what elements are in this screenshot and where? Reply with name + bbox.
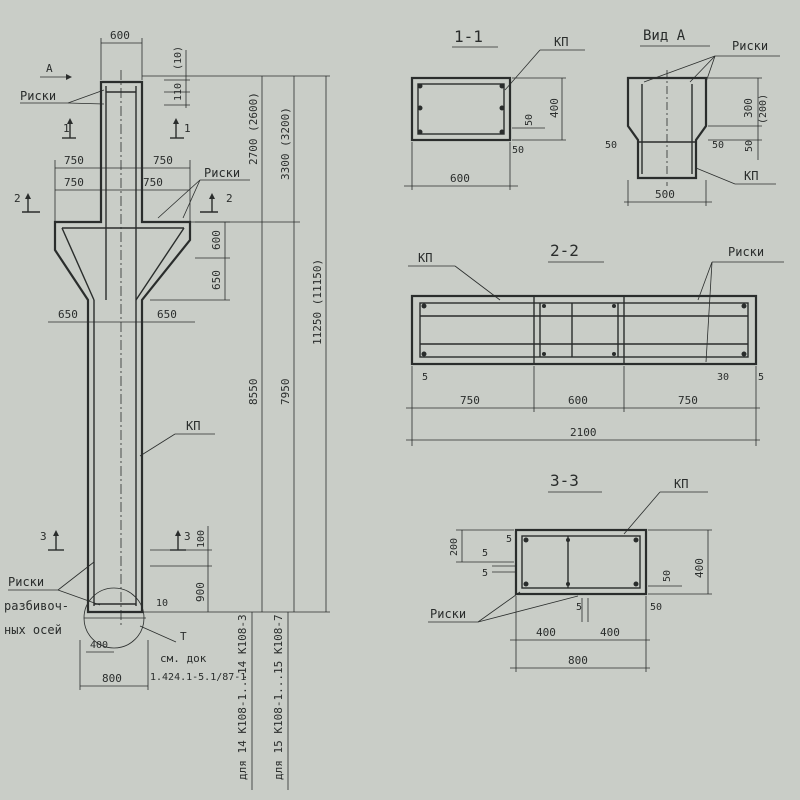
- dim-11250: 11250 (11150): [311, 259, 324, 345]
- dim-110: 110: [173, 83, 184, 101]
- riski-bottom-label: Риски: [8, 575, 44, 589]
- view-a-dim-300: 300: [742, 98, 755, 118]
- dim-7950: 7950: [279, 379, 292, 406]
- view-a-dim-50-vert: 50: [744, 140, 755, 152]
- section-3-3-dim-5b: 5: [482, 548, 488, 559]
- section-3-3-kp: КП: [674, 477, 688, 491]
- dim-900: 900: [194, 582, 207, 602]
- section-2-2: 2-2 КП Риски 5 30 5 750 600: [406, 241, 784, 446]
- dim-800-bottom: 800: [102, 672, 122, 685]
- axes-label-line2: ных осей: [4, 623, 62, 637]
- kp-label: КП: [186, 419, 200, 433]
- section-2-2-dim-5-left: 5: [422, 372, 428, 383]
- dim-750-d: 750: [143, 176, 163, 189]
- cut-3-left: 3: [40, 530, 47, 543]
- section-3-3-dim-200: 200: [449, 538, 460, 556]
- cut-1-right: 1: [184, 122, 191, 135]
- section-3-3-dim-5c: 5: [482, 568, 488, 579]
- section-2-2-dim-600: 600: [568, 394, 588, 407]
- view-a-dim-50-left: 50: [605, 140, 617, 151]
- section-3-3-dim-5a: 5: [506, 534, 512, 545]
- section-3-3-dim-5d: 5: [576, 602, 582, 613]
- view-a-kp: КП: [744, 169, 758, 183]
- doc-ref-line1: см. док: [160, 652, 207, 665]
- dim-100: 100: [196, 530, 207, 548]
- section-1-1-dim-600: 600: [450, 172, 470, 185]
- dim-650-vert: 650: [210, 270, 223, 290]
- dim-10: (10): [173, 46, 184, 70]
- section-2-2-outline: [410, 294, 758, 366]
- section-3-3-dim-400-right: 400: [600, 626, 620, 639]
- section-3-3-outline: [514, 528, 648, 596]
- section-2-2-riski: Риски: [728, 245, 764, 259]
- dim-750-a: 750: [64, 154, 84, 167]
- section-1-1-outline: [410, 76, 512, 142]
- section-2-2-kp: КП: [418, 251, 432, 265]
- axes-label-line1: разбивоч-: [4, 599, 69, 613]
- view-a-dim-500: 500: [655, 188, 675, 201]
- vertical-label-15k108: для 15 К108-1...15 К108-7: [272, 614, 285, 780]
- dim-width-top: 600: [110, 29, 130, 42]
- dim-650-a: 650: [58, 308, 78, 321]
- dim-600-vert: 600: [210, 230, 223, 250]
- section-2-2-dim-30: 30: [717, 372, 729, 383]
- section-1-1-dim-50a: 50: [524, 114, 535, 126]
- section-3-3-title: 3-3: [550, 471, 579, 490]
- view-a-dim-50-right: 50: [712, 140, 724, 151]
- column-elevation: 600 A Риски (10) 110 1 1: [4, 29, 330, 790]
- section-3-3: 3-3 КП 200 5 5 5 400 50 50 5 Риски: [428, 471, 712, 672]
- section-3-3-dim-50-bottom: 50: [650, 602, 662, 613]
- view-a-label: A: [46, 62, 53, 75]
- section-2-2-title: 2-2: [550, 241, 579, 260]
- section-1-1-kp: КП: [554, 35, 568, 49]
- section-1-1-dim-400: 400: [548, 98, 561, 118]
- section-3-3-dim-50-vert: 50: [662, 570, 673, 582]
- section-2-2-dim-5-right: 5: [758, 372, 764, 383]
- section-1-1: 1-1 КП 400 50 50 600: [404, 27, 585, 190]
- section-2-2-dim-750-right: 750: [678, 394, 698, 407]
- view-a-outline: [626, 76, 708, 180]
- view-a-dim-200: (200): [758, 94, 769, 124]
- riski-mid-label: Риски: [204, 166, 240, 180]
- section-1-1-title: 1-1: [454, 27, 483, 46]
- dim-750-c: 750: [64, 176, 84, 189]
- cut-3-right: 3: [184, 530, 191, 543]
- dim-10-bottom: 10: [156, 598, 168, 609]
- section-2-2-dim-750-left: 750: [460, 394, 480, 407]
- view-a: Вид А Риски 300 (200) 50 50 50 КП 500: [605, 28, 780, 206]
- dim-8550: 8550: [247, 379, 260, 406]
- dim-650-b: 650: [157, 308, 177, 321]
- section-2-2-dim-2100: 2100: [570, 426, 597, 439]
- section-3-3-riski: Риски: [430, 607, 466, 621]
- section-3-3-dim-400-left: 400: [536, 626, 556, 639]
- section-1-1-dim-50b: 50: [512, 145, 524, 156]
- riski-top-label: Риски: [20, 89, 56, 103]
- dim-400-bottom: 400: [90, 640, 108, 651]
- dim-750-b: 750: [153, 154, 173, 167]
- cut-2-right: 2: [226, 192, 233, 205]
- section-3-3-dim-400-vert: 400: [693, 558, 706, 578]
- dim-2700: 2700 (2600): [247, 92, 260, 165]
- vertical-label-14k108: для 14 К108-1...14 К108-3: [236, 614, 249, 780]
- cut-1-left: 1: [63, 122, 70, 135]
- dim-3300: 3300 (3200): [279, 107, 292, 180]
- view-a-title: Вид А: [643, 28, 686, 44]
- view-a-riski: Риски: [732, 39, 768, 53]
- cut-2-left: 2: [14, 192, 21, 205]
- section-3-3-dim-800: 800: [568, 654, 588, 667]
- doc-ref-line2: 1.424.1-5.1/87-1: [150, 672, 246, 683]
- t-label: Т: [180, 630, 187, 643]
